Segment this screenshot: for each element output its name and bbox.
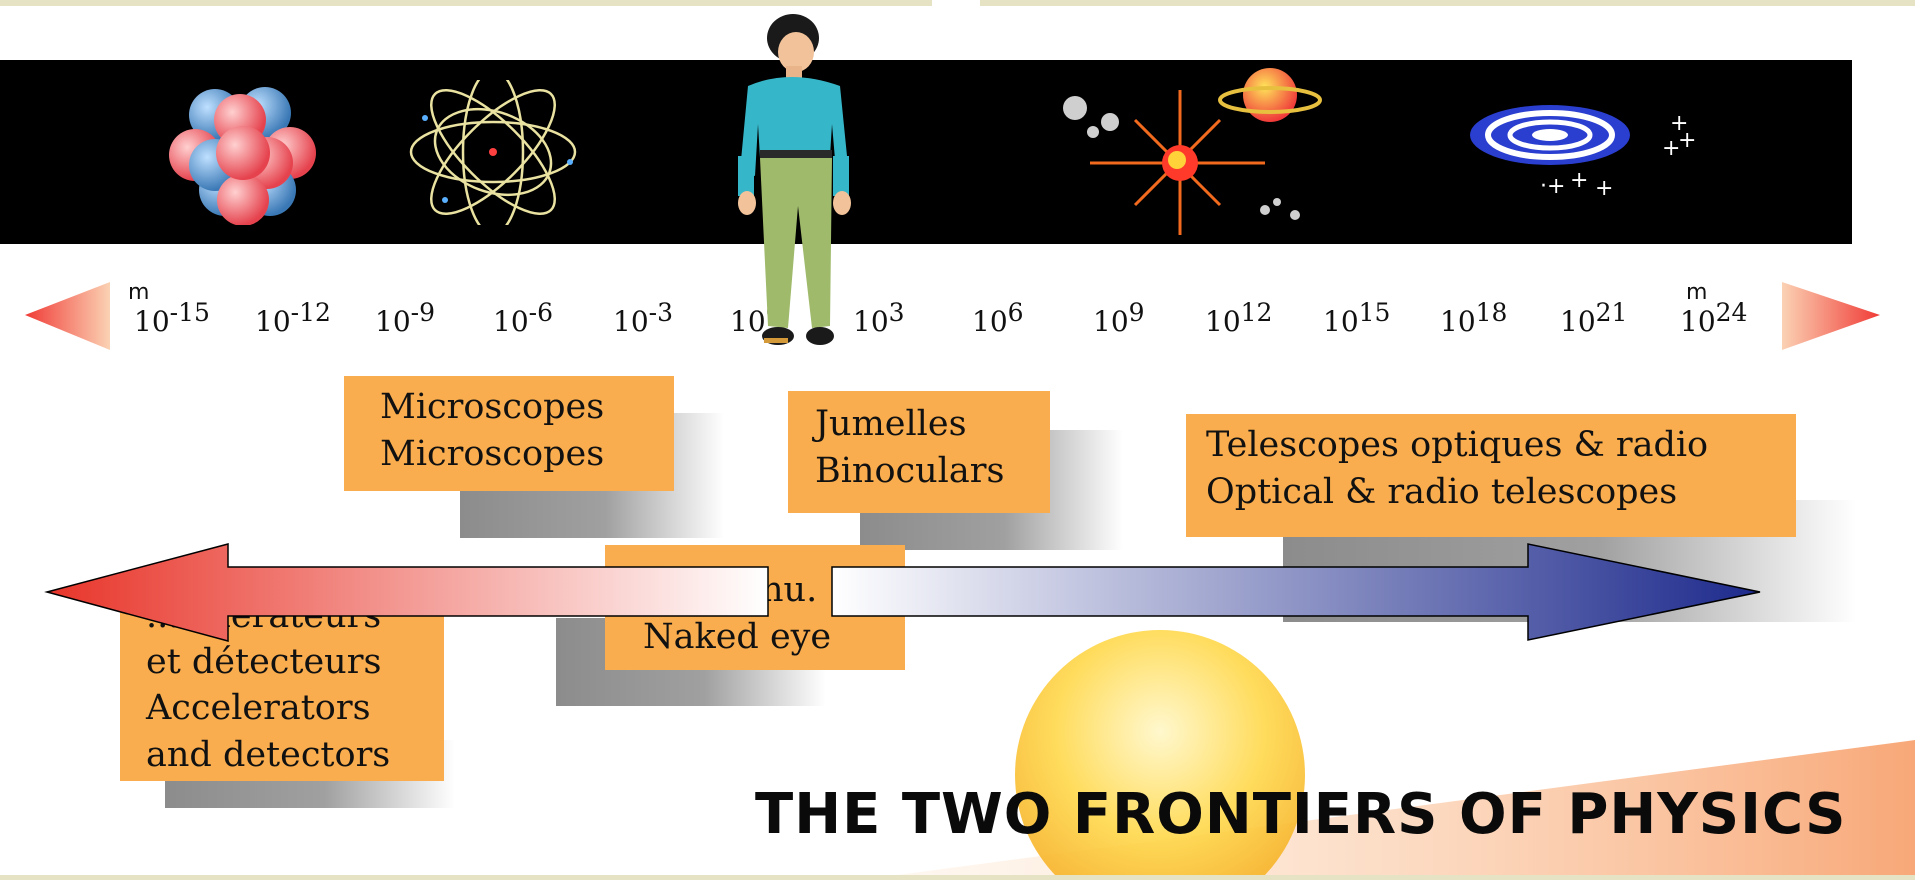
scale-unit-right: m	[1686, 280, 1708, 305]
tick-label: 106	[972, 298, 1024, 338]
tick-label: 10-6	[493, 298, 553, 338]
top-bar-left	[0, 0, 932, 6]
person-illustration	[738, 14, 851, 345]
tick-label: 103	[853, 298, 905, 338]
accelerators-label-en-1: Accelerators	[146, 688, 371, 729]
planet-icon	[1218, 68, 1322, 122]
svg-text:·+: ·+	[1540, 174, 1565, 199]
binoculars-label-fr: Jumelles	[815, 404, 967, 444]
microscopes-label-fr: Microscopes	[380, 387, 605, 427]
galaxy-icon: ·+++ +++	[1470, 105, 1696, 201]
tick-label: 10-12	[255, 298, 331, 338]
scale-arrow-left	[25, 282, 110, 350]
svg-text:+: +	[1678, 128, 1696, 153]
scale-arrow-right	[1782, 282, 1880, 350]
telescopes-label-fr: Telescopes optiques & radio	[1206, 425, 1709, 465]
svg-text:+: +	[1670, 111, 1688, 136]
telescopes-box: Telescopes optiques & radio Optical & ra…	[1186, 414, 1796, 537]
svg-text:+: +	[1570, 168, 1588, 193]
top-bar-right	[980, 0, 1915, 6]
tick-label: 1015	[1323, 298, 1391, 338]
bottom-bar	[0, 875, 1915, 880]
naked-eye-label-en: Naked eye	[643, 617, 832, 658]
tick-label: 1021	[1560, 298, 1628, 338]
tick-label: 10-15	[134, 298, 210, 338]
svg-text:+: +	[1595, 176, 1613, 201]
tick-label: 10-9	[375, 298, 435, 338]
naked-eye-label-fr: nu.	[761, 570, 818, 610]
large-frontier-arrow	[831, 543, 1761, 641]
binoculars-box: Jumelles Binoculars	[788, 391, 1050, 513]
tick-label: 1018	[1440, 298, 1508, 338]
page-title: THE TWO FRONTIERS OF PHYSICS	[755, 782, 1847, 847]
small-frontier-arrow	[44, 543, 769, 642]
binoculars-label-en: Binoculars	[815, 451, 1005, 492]
scale-unit-left: m	[128, 280, 150, 305]
telescopes-label-en: Optical & radio telescopes	[1206, 472, 1678, 513]
star-system-icon	[1063, 90, 1300, 235]
tick-label: 1024	[1680, 298, 1748, 338]
svg-text:+: +	[1662, 136, 1680, 161]
tick-label: 109	[1093, 298, 1145, 338]
microscopes-label-en: Microscopes	[380, 434, 605, 475]
tick-label: 1012	[1205, 298, 1273, 338]
nucleus-icon	[169, 87, 316, 225]
microscopes-box: Microscopes Microscopes	[344, 376, 674, 491]
accelerators-label-fr-2: et détecteurs	[146, 642, 382, 683]
tick-label: 10-3	[613, 298, 673, 338]
accelerators-label-en-2: and detectors	[146, 734, 391, 775]
atom-icon	[409, 80, 577, 225]
